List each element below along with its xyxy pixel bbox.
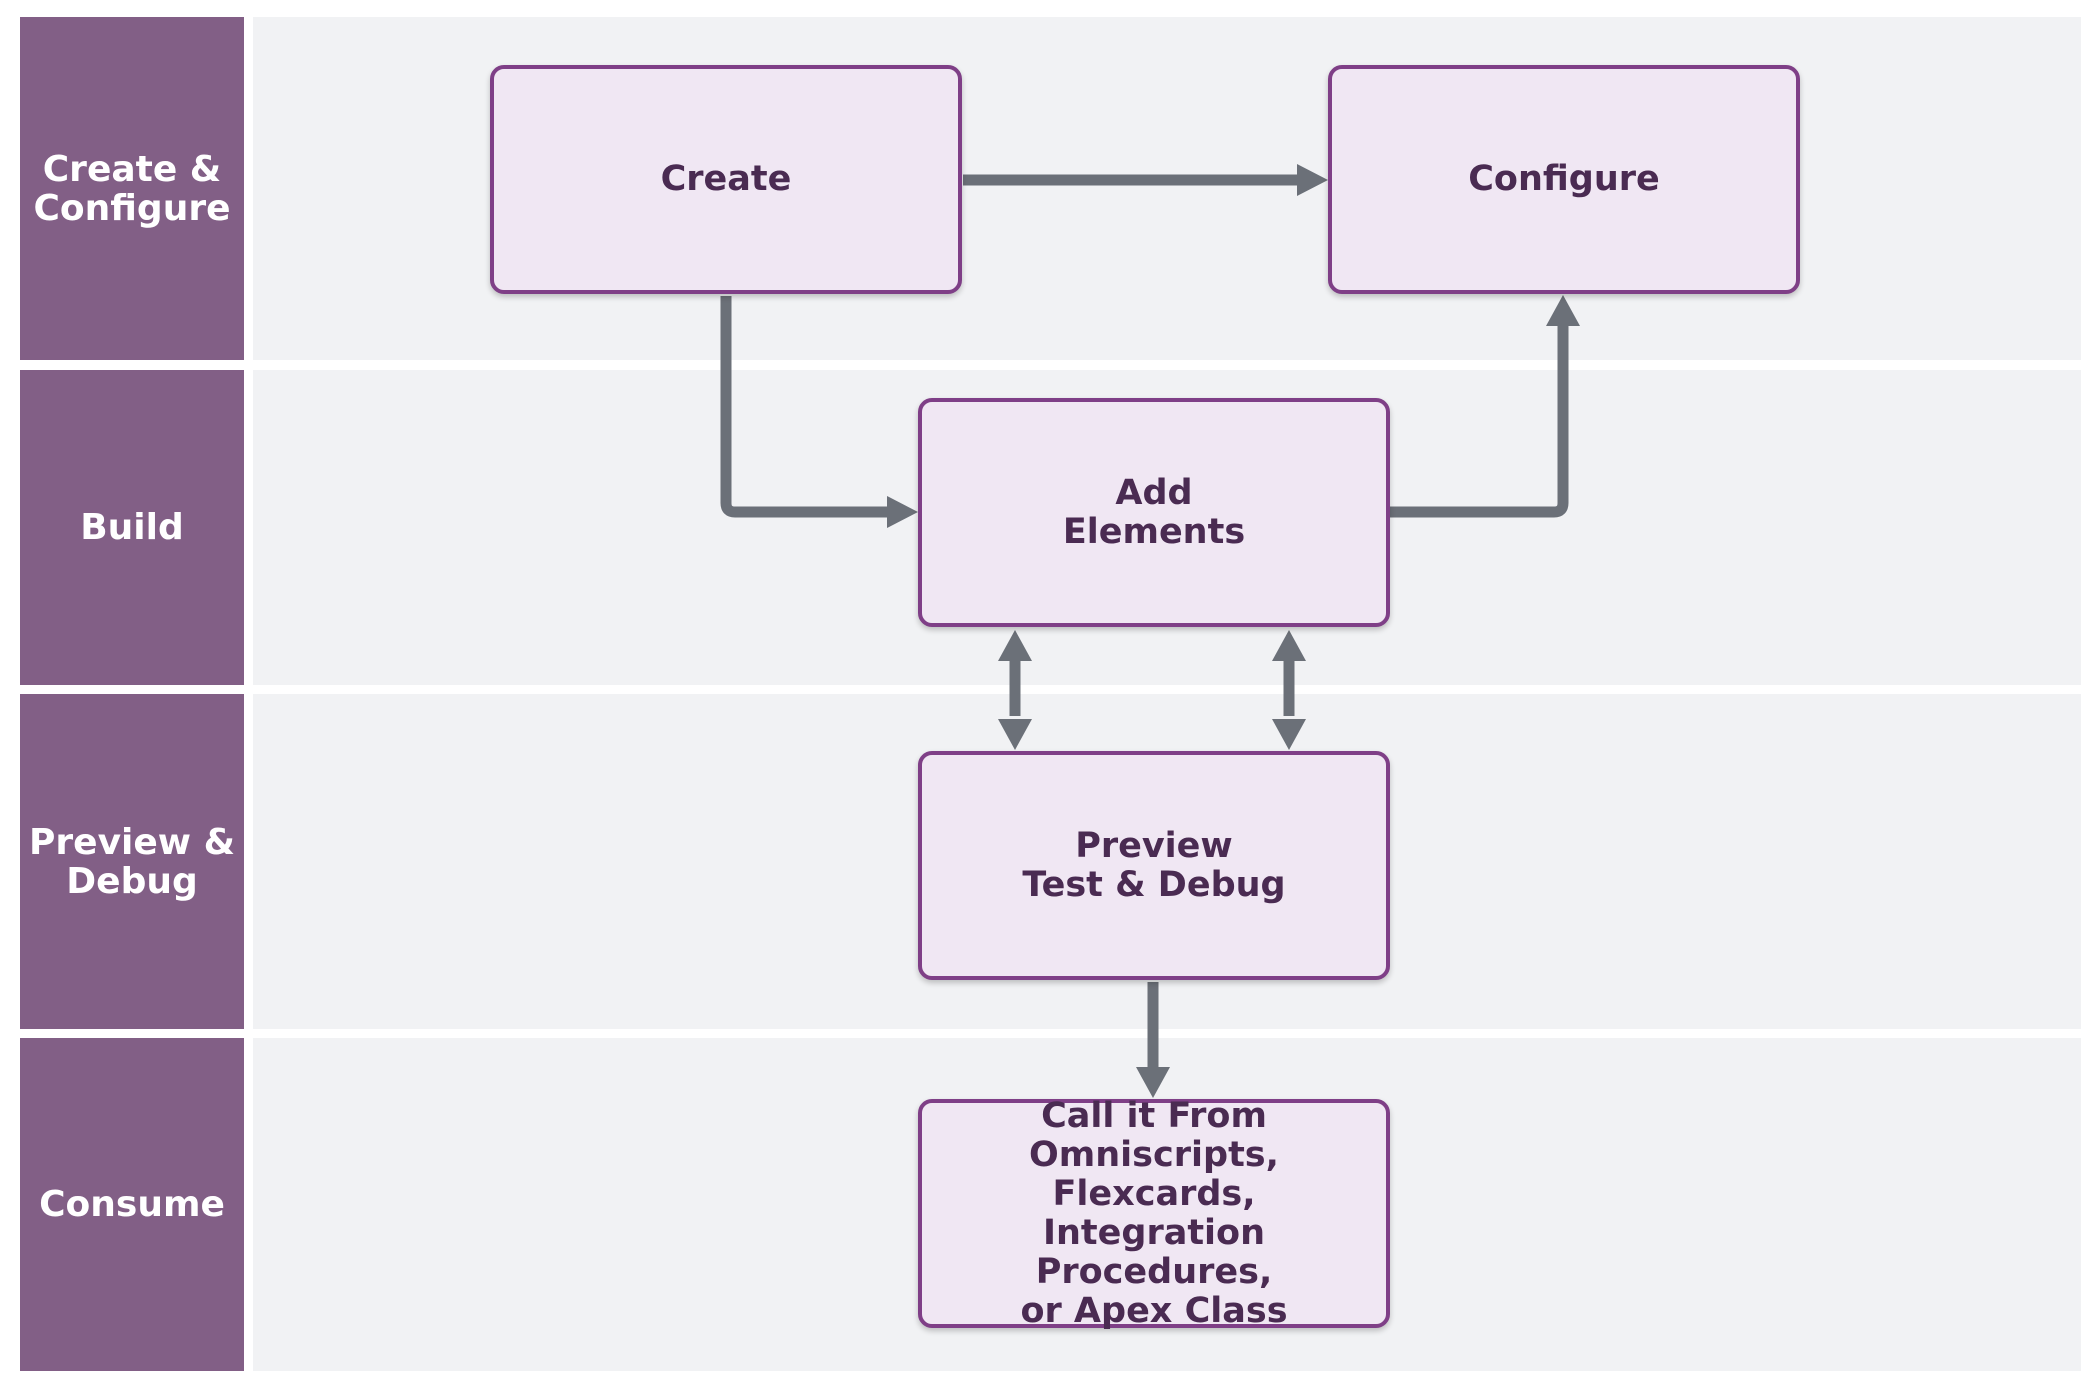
node-preview-label: Preview Test & Debug	[1022, 825, 1286, 905]
lane-label-text: Preview & Debug	[29, 821, 235, 902]
node-add-elements: Add Elements	[918, 398, 1390, 627]
lane-label-build: Build	[20, 370, 244, 685]
node-create-label: Create	[660, 159, 792, 199]
lane-label-text: Create & Configure	[33, 148, 231, 229]
node-add-elements-label: Add Elements	[1062, 472, 1246, 552]
node-configure: Configure	[1328, 65, 1800, 294]
lane-label-consume: Consume	[20, 1038, 244, 1371]
lane-label-preview-debug: Preview & Debug	[20, 694, 244, 1029]
lane-label-create-configure: Create & Configure	[20, 17, 244, 360]
lane-label-text: Build	[80, 507, 184, 548]
node-configure-label: Configure	[1468, 159, 1660, 199]
node-create: Create	[490, 65, 962, 294]
node-preview-test-debug: Preview Test & Debug	[918, 751, 1390, 980]
node-consume-label: Call it From Omniscripts, Flexcards, Int…	[1020, 1095, 1288, 1331]
lane-label-text: Consume	[39, 1184, 225, 1225]
node-consume: Call it From Omniscripts, Flexcards, Int…	[918, 1095, 1390, 1331]
